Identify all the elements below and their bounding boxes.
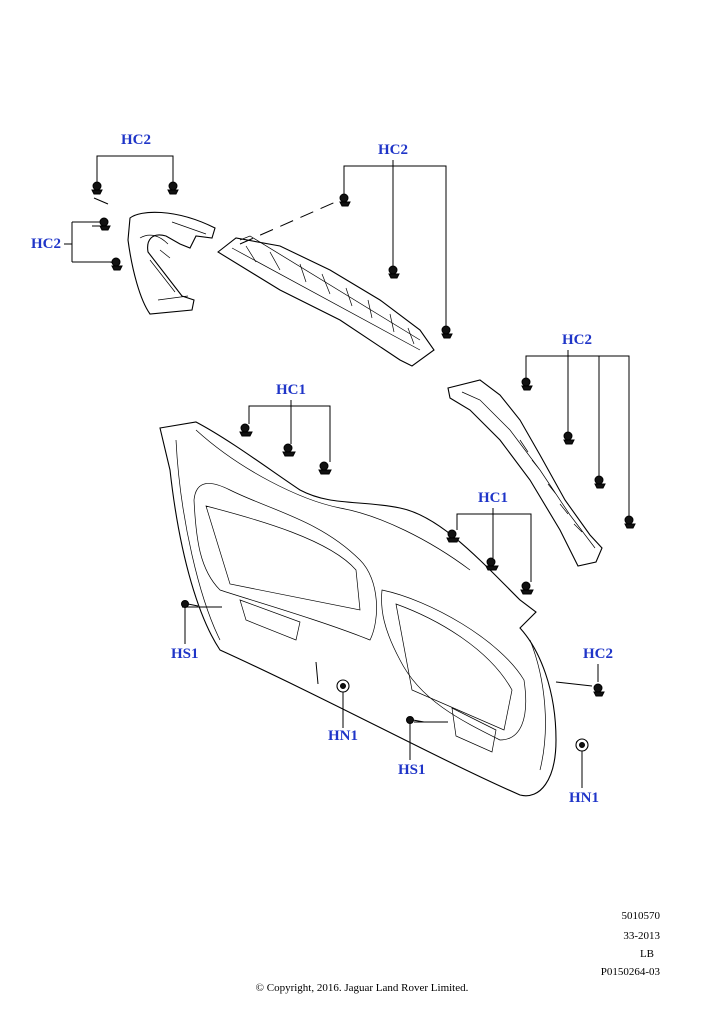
- nut-icon: [575, 738, 589, 752]
- clip-icon: [282, 443, 296, 457]
- tailgate-liner: [159, 421, 557, 797]
- clip-icon: [318, 461, 332, 475]
- callout-brackets: [64, 155, 630, 788]
- clip-icon: [339, 193, 351, 207]
- illustration-code: P0150264-03: [600, 966, 660, 978]
- reference-section: 33-2013: [623, 930, 660, 942]
- callout-hs1-center: HS1: [398, 762, 426, 778]
- callout-hs1-left: HS1: [171, 646, 199, 662]
- right-pillar-trim: [447, 379, 603, 567]
- clip-icon: [99, 217, 111, 231]
- callout-hn1-right: HN1: [569, 790, 599, 806]
- callout-hc2-top-left: HC2: [121, 132, 151, 148]
- nut-icon: [336, 679, 350, 693]
- callout-hc2-top-center: HC2: [378, 142, 408, 158]
- clip-icon: [91, 181, 103, 195]
- callout-hc1-right: HC1: [478, 490, 508, 506]
- clip-icon: [111, 257, 123, 271]
- clip-icon: [593, 683, 605, 697]
- clip-icon: [563, 431, 575, 445]
- clip-icon: [485, 557, 499, 571]
- reference-number: 5010570: [621, 910, 661, 922]
- clip-icon: [388, 265, 400, 279]
- reference-code: LB: [639, 948, 654, 960]
- copyright-notice: © Copyright, 2016. Jaguar Land Rover Lim…: [255, 982, 469, 994]
- clip-icon: [521, 377, 533, 391]
- screw-icon: [406, 716, 425, 724]
- callout-hc2-right-upper: HC2: [562, 332, 592, 348]
- clips: [91, 181, 636, 752]
- clip-icon: [624, 515, 636, 529]
- clip-icon: [446, 529, 460, 543]
- callout-hc2-right-lower: HC2: [583, 646, 613, 662]
- header-trim: [217, 235, 435, 367]
- screw-icon: [181, 600, 199, 608]
- callout-hc2-left: HC2: [31, 236, 61, 252]
- callout-hc1-center: HC1: [276, 382, 306, 398]
- left-pillar-trim: [127, 211, 216, 315]
- clip-icon: [594, 475, 606, 489]
- clip-icon: [239, 423, 253, 437]
- callout-hn1-center: HN1: [328, 728, 358, 744]
- clip-icon: [441, 325, 453, 339]
- clip-icon: [167, 181, 179, 195]
- clip-icon: [520, 581, 534, 595]
